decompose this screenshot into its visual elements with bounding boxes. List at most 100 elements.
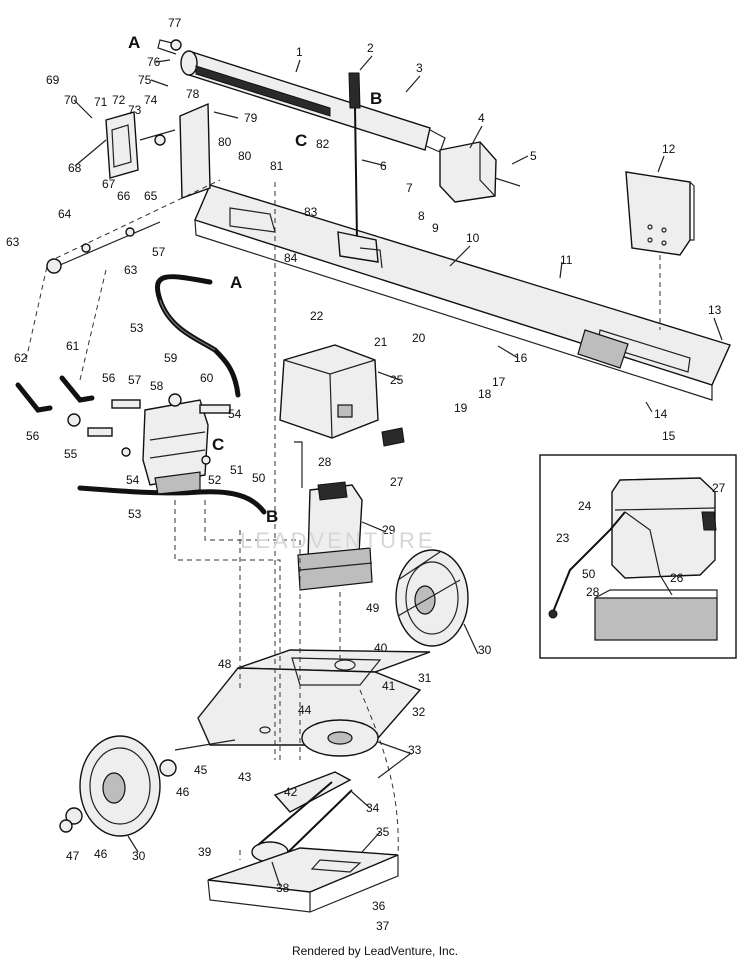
part-label-65: 65 [144, 189, 158, 203]
part-label-67: 67 [102, 177, 116, 191]
part-label-83: 83 [304, 205, 318, 219]
part-label-47: 47 [66, 849, 80, 863]
part-label-33: 33 [408, 743, 422, 757]
part-label-74: 74 [144, 93, 158, 107]
part-label-25: 25 [390, 373, 404, 387]
part-label-56-b: 56 [26, 429, 40, 443]
part-label-63-a: 63 [6, 235, 20, 249]
part-label-54-b: 54 [126, 473, 140, 487]
part-label-22: 22 [310, 309, 324, 323]
part-label-71: 71 [94, 95, 108, 109]
right-wheel [395, 549, 469, 647]
part-label-70: 70 [64, 93, 78, 107]
part-label-24: 24 [578, 499, 592, 513]
callout-letter-a-hose: A [230, 273, 242, 292]
part-label-45: 45 [194, 763, 208, 777]
hydraulic-lines [25, 179, 221, 381]
motor-shroud [279, 344, 405, 447]
callout-letter-a-top: A [128, 33, 140, 52]
part-label-4: 4 [478, 111, 485, 125]
part-label-52: 52 [208, 473, 222, 487]
part-label-2: 2 [367, 41, 374, 55]
part-label-53-a: 53 [130, 321, 144, 335]
part-label-23: 23 [556, 531, 570, 545]
part-label-30-a: 30 [478, 643, 492, 657]
cylinder-clevis [439, 141, 521, 203]
part-label-28-a: 28 [318, 455, 332, 469]
electric-motor [294, 441, 373, 591]
part-label-75: 75 [138, 73, 152, 87]
callout-letter-c-top: C [295, 131, 307, 150]
part-label-17: 17 [492, 375, 506, 389]
part-label-15: 15 [662, 429, 676, 443]
part-label-16: 16 [514, 351, 528, 365]
part-label-20: 20 [412, 331, 426, 345]
part-label-41: 41 [382, 679, 396, 693]
part-label-29: 29 [382, 523, 396, 537]
part-label-48: 48 [218, 657, 232, 671]
part-label-5: 5 [530, 149, 537, 163]
part-label-7: 7 [406, 181, 413, 195]
callout-letter-c-valve: C [212, 435, 224, 454]
part-label-21: 21 [374, 335, 388, 349]
part-label-63-b: 63 [124, 263, 138, 277]
front-bracket [105, 102, 211, 199]
part-label-77: 77 [168, 16, 182, 30]
part-label-43: 43 [238, 770, 252, 784]
part-label-13: 13 [708, 303, 722, 317]
part-label-26: 26 [670, 571, 684, 585]
part-label-46-b: 46 [94, 847, 108, 861]
part-label-57-a: 57 [152, 245, 166, 259]
part-label-82: 82 [316, 137, 330, 151]
part-label-9: 9 [432, 221, 439, 235]
part-label-27-b: 27 [712, 481, 726, 495]
pulleys-and-belt [251, 719, 379, 863]
part-label-50-a: 50 [252, 471, 266, 485]
part-label-68: 68 [68, 161, 82, 175]
part-label-53-b: 53 [128, 507, 142, 521]
part-label-76: 76 [147, 55, 161, 69]
part-label-57-b: 57 [128, 373, 142, 387]
part-label-79: 79 [244, 111, 258, 125]
part-label-18: 18 [478, 387, 492, 401]
part-label-80-b: 80 [238, 149, 252, 163]
part-label-36: 36 [372, 899, 386, 913]
left-wheel [59, 735, 177, 837]
part-label-31: 31 [418, 671, 432, 685]
part-label-66: 66 [117, 189, 131, 203]
part-label-39: 39 [198, 845, 212, 859]
part-label-34: 34 [366, 801, 380, 815]
part-label-73: 73 [128, 103, 142, 117]
part-label-19: 19 [454, 401, 468, 415]
part-label-30-b: 30 [132, 849, 146, 863]
valve-fittings [67, 399, 231, 465]
part-label-72: 72 [112, 93, 126, 107]
part-label-64: 64 [58, 207, 72, 221]
part-label-35: 35 [376, 825, 390, 839]
part-label-58: 58 [150, 379, 164, 393]
part-label-50-b: 50 [582, 567, 596, 581]
part-number-labels: 77 76 75 74 73 72 71 70 69 68 67 66 65 7… [6, 16, 726, 933]
part-label-60: 60 [200, 371, 214, 385]
part-label-12: 12 [662, 142, 676, 156]
wiring-inset [539, 454, 737, 659]
belt-guard-bracket [207, 847, 399, 913]
watermark-text: LEADVENTURE [240, 528, 436, 553]
part-label-11: 11 [560, 253, 573, 267]
part-label-51: 51 [230, 463, 244, 477]
part-label-3: 3 [416, 61, 423, 75]
part-label-84: 84 [284, 251, 298, 265]
part-label-14: 14 [654, 407, 668, 421]
part-label-38: 38 [276, 881, 290, 895]
part-label-1: 1 [296, 45, 303, 59]
part-label-37: 37 [376, 919, 390, 933]
part-label-28-b: 28 [586, 585, 600, 599]
part-label-59: 59 [164, 351, 178, 365]
part-label-78: 78 [186, 87, 200, 101]
part-label-44: 44 [298, 703, 312, 717]
part-label-42: 42 [284, 785, 298, 799]
part-label-40: 40 [374, 641, 388, 655]
part-label-46-a: 46 [176, 785, 190, 799]
footer-credit: Rendered by LeadVenture, Inc. [291, 944, 459, 958]
